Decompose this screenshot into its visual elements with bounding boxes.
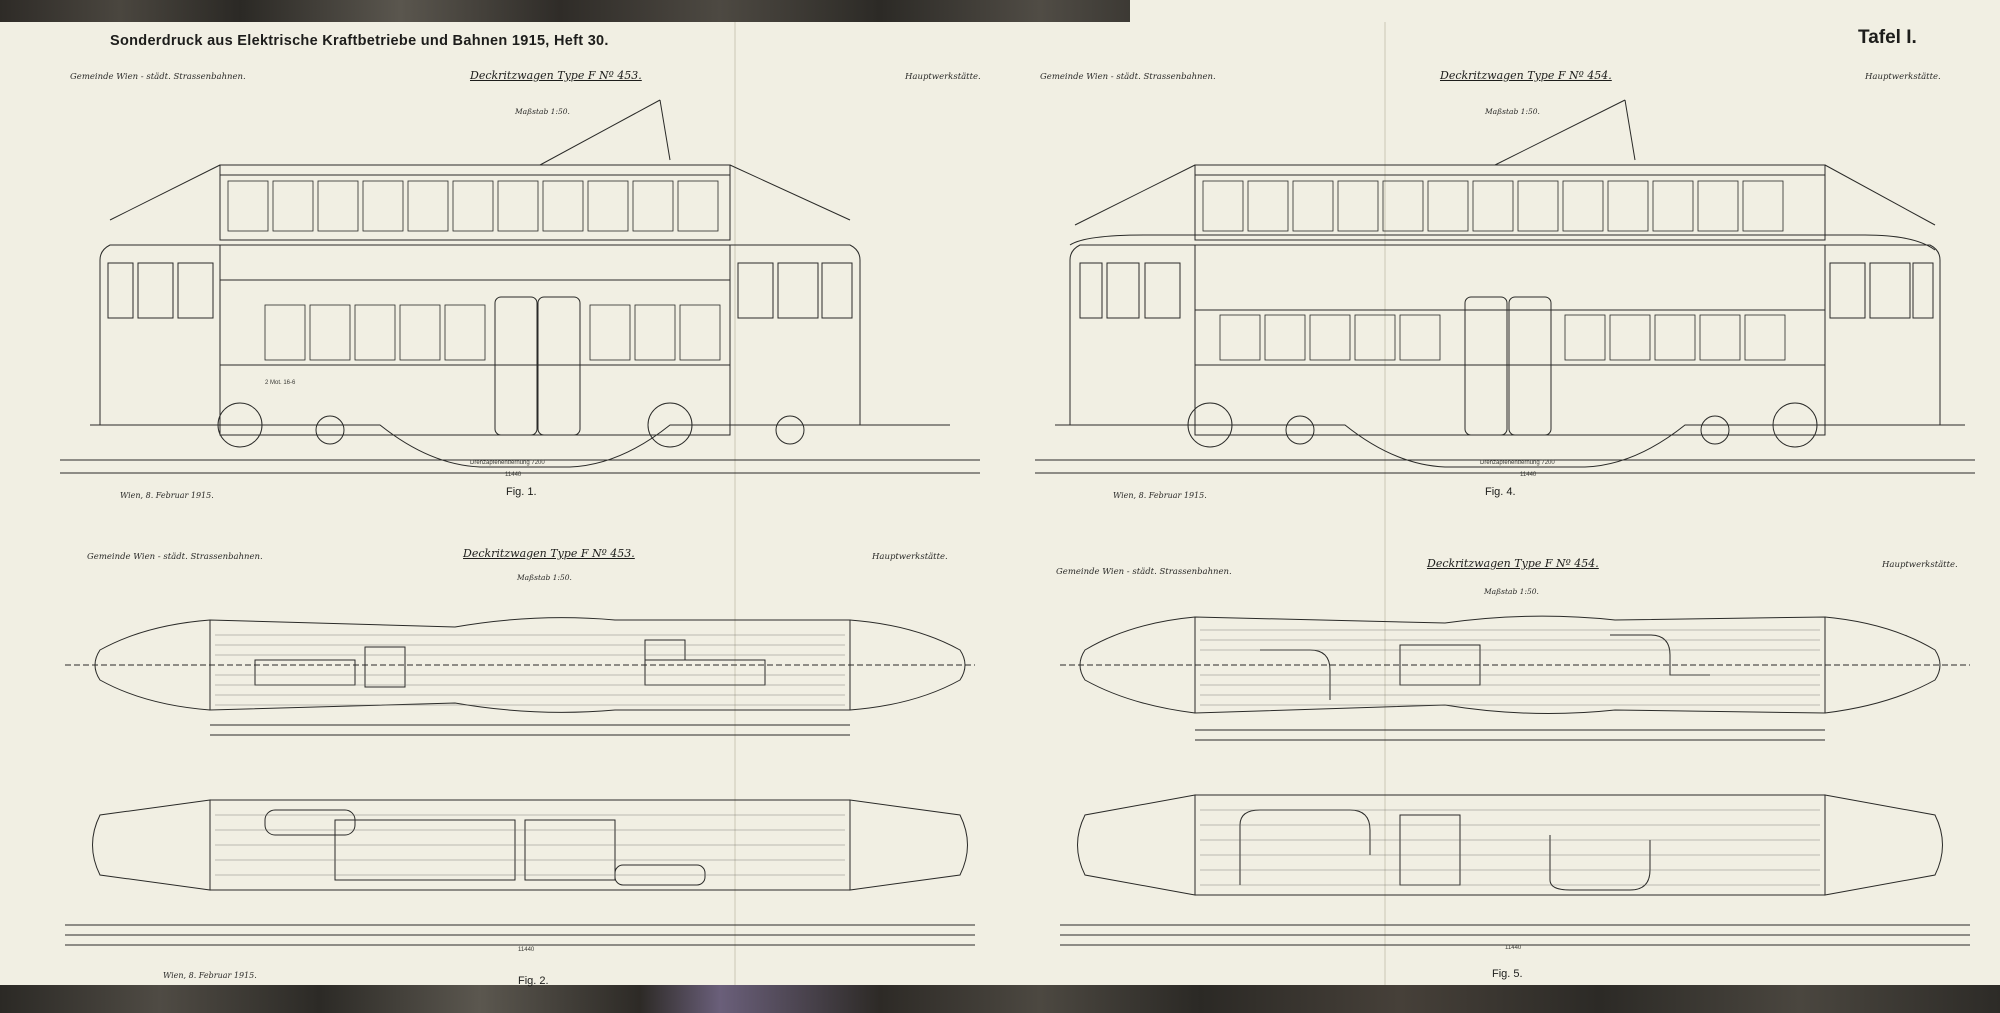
date-label: Wien, 8. Februar 1915. xyxy=(1113,491,1207,500)
overall-length-label: 11440 xyxy=(1520,472,1537,478)
fold-line xyxy=(1384,22,1386,985)
dimension-label: Drehzapfenentfernung 7200 xyxy=(470,460,545,466)
publication-header: Sonderdruck aus Elektrische Kraftbetrieb… xyxy=(110,33,609,49)
floor-plans-fig2 xyxy=(65,617,975,946)
workshop-label: Hauptwerkstätte. xyxy=(1865,72,1941,82)
figure-label: Fig. 4. xyxy=(1485,486,1516,498)
fold-line xyxy=(734,22,736,985)
operator-label: Gemeinde Wien - städt. Strassenbahnen. xyxy=(1040,72,1216,82)
scale-label: Maßstab 1:50. xyxy=(1484,587,1539,596)
drawing-title: Deckritzwagen Type F Nº 453. xyxy=(470,69,642,82)
figure-label: Fig. 5. xyxy=(1492,968,1523,980)
side-elevation-fig4 xyxy=(1035,99,1975,474)
scale-label: Maßstab 1:50. xyxy=(515,107,570,116)
binding-edge-bottom xyxy=(0,985,2000,1013)
drawing-title: Deckritzwagen Type F Nº 454. xyxy=(1427,557,1599,570)
workshop-label: Hauptwerkstätte. xyxy=(905,72,981,82)
binding-edge-top xyxy=(0,0,2000,22)
drawing-title: Deckritzwagen Type F Nº 453. xyxy=(463,547,635,560)
scale-label: Maßstab 1:50. xyxy=(1485,107,1540,116)
overall-length-label: 11440 xyxy=(505,472,522,478)
date-label: Wien, 8. Februar 1915. xyxy=(163,971,257,980)
overall-length-label: 11440 xyxy=(1505,945,1522,951)
floor-plans-fig5 xyxy=(1060,615,1970,946)
truck-label: 2 Mot. 16-6 xyxy=(265,380,296,386)
side-elevation-fig1 xyxy=(60,99,980,474)
figure-label: Fig. 2. xyxy=(518,975,549,987)
operator-label: Gemeinde Wien - städt. Strassenbahnen. xyxy=(1056,567,1232,577)
drawing-title: Deckritzwagen Type F Nº 454. xyxy=(1440,69,1612,82)
operator-label: Gemeinde Wien - städt. Strassenbahnen. xyxy=(87,552,263,562)
date-label: Wien, 8. Februar 1915. xyxy=(120,491,214,500)
workshop-label: Hauptwerkstätte. xyxy=(872,552,948,562)
dimension-label: Drehzapfenentfernung 7200 xyxy=(1480,460,1555,466)
workshop-label: Hauptwerkstätte. xyxy=(1882,560,1958,570)
overall-length-label: 11440 xyxy=(518,947,535,953)
operator-label: Gemeinde Wien - städt. Strassenbahnen. xyxy=(70,72,246,82)
figure-label: Fig. 1. xyxy=(506,486,537,498)
scale-label: Maßstab 1:50. xyxy=(517,573,572,582)
plate-number: Tafel I. xyxy=(1858,27,1917,48)
